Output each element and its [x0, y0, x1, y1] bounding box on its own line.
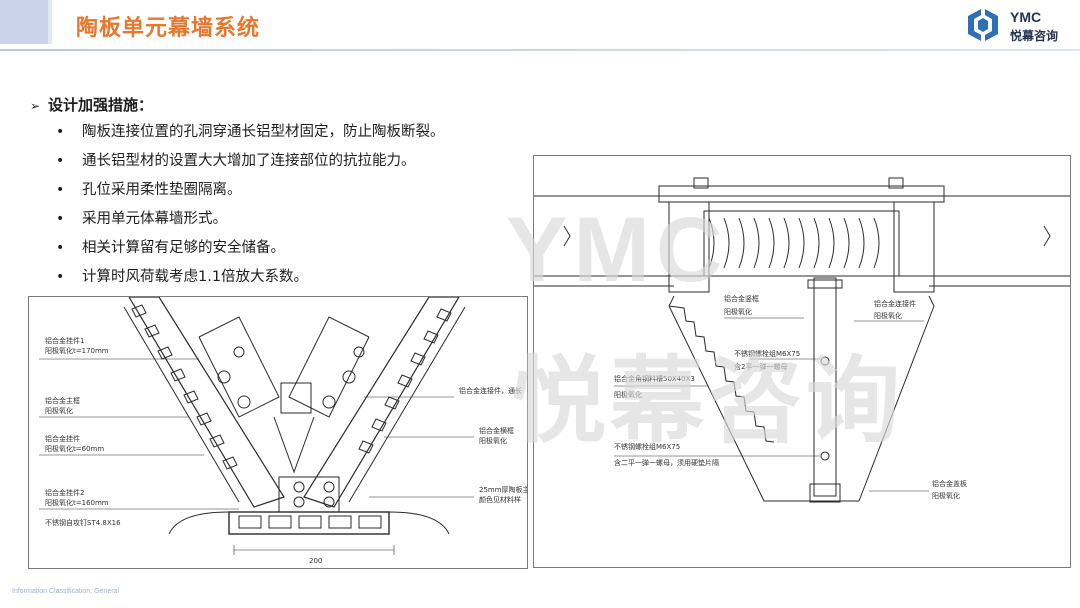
footer-classification-note: Information Classification: General — [12, 588, 119, 595]
section-heading-text: 设计加强措施： — [48, 96, 154, 114]
bullet-dot-icon: • — [56, 269, 65, 285]
bullet-dot-icon: • — [56, 211, 65, 227]
list-item-text: 相关计算留有足够的安全储备。 — [82, 240, 285, 256]
header-accent-stripe-edge — [48, 0, 52, 44]
label-hanger-2: 铝合金挂件2 — [45, 488, 84, 497]
label-connector: 铝合金连接件，通长 — [459, 386, 522, 395]
joint-drawing-svg: 铝合金挂件1 阳极氧化t=170mm 铝合金连接件，通长 铝合金主框 阳极氧化 … — [39, 297, 528, 565]
list-item-text: 通长铝型材的设置大大增加了连接部位的抗拉能力。 — [82, 153, 416, 169]
bullet-dot-icon: • — [56, 124, 65, 140]
label-dimension-200: 200 — [309, 557, 322, 565]
bullet-dot-icon: • — [56, 240, 65, 256]
label-hanger-2-spec: 阳极氧化t=160mm — [45, 498, 109, 507]
label-hanger-1: 铝合金挂件1 — [45, 336, 84, 345]
company-logo: YMC 悦幕咨询 — [964, 6, 1074, 46]
unit-curtain-wall-section-drawing: 铝合金竖框 阳极氧化 铝合金连接件 阳极氧化 不锈钢螺栓组M6X75 含2平一弹… — [533, 155, 1071, 568]
label-hanger-1-spec: 阳极氧化t=170mm — [45, 346, 109, 355]
label-main-frame-spec: 阳极氧化 — [45, 406, 73, 415]
label-bolt-group-2: 不锈钢螺栓组M6X75 — [614, 442, 680, 451]
ymc-hex-logo-icon — [968, 8, 998, 42]
label-screw: 不锈钢自攻钉ST4.8X16 — [45, 518, 121, 527]
label-mullion-spec: 阳极氧化 — [724, 307, 752, 316]
header-accent-stripe — [0, 0, 48, 44]
list-item-text: 陶板连接位置的孔洞穿通长铝型材固定，防止陶板断裂。 — [82, 124, 445, 140]
header-bar: 陶板单元幕墙系统 YMC 悦幕咨询 — [0, 0, 1080, 51]
logo-text-en: YMC — [1010, 9, 1042, 25]
list-item: • 孔位采用柔性垫圈隔离。 — [56, 178, 445, 207]
list-item-text: 采用单元体幕墙形式。 — [82, 211, 227, 227]
label-mullion: 铝合金竖框 — [724, 294, 759, 303]
label-hanger-spec: 阳极氧化t=60mm — [45, 444, 104, 453]
logo-text-cn: 悦幕咨询 — [1010, 29, 1059, 43]
bullet-dot-icon: • — [56, 153, 65, 169]
label-ceramic-panel: 25mm厚陶板主板 — [479, 485, 528, 494]
section-heading: ➢ 设计加强措施： — [30, 94, 153, 115]
bullet-dot-icon: • — [56, 182, 65, 198]
section-drawing-svg: 铝合金竖框 阳极氧化 铝合金连接件 阳极氧化 不锈钢螺栓组M6X75 含2平一弹… — [534, 177, 1070, 503]
label-bolt-group-2-spec: 含二平一弹一螺母，须用硬垫片隔 — [614, 458, 719, 467]
list-item: • 采用单元体幕墙形式。 — [56, 207, 445, 236]
label-bolt-group-1: 不锈钢螺栓组M6X75 — [734, 349, 800, 358]
list-item: • 通长铝型材的设置大大增加了连接部位的抗拉能力。 — [56, 149, 445, 178]
label-ceramic-panel-color: 颜色见材料样 — [479, 495, 521, 504]
label-transom: 铝合金横框 — [479, 426, 514, 435]
list-item-text: 孔位采用柔性垫圈隔离。 — [82, 182, 242, 198]
page-title: 陶板单元幕墙系统 — [76, 16, 261, 41]
arrow-bullet-icon: ➢ — [30, 99, 41, 113]
label-cover-plate-spec: 阳极氧化 — [932, 491, 960, 500]
label-bolt-group-1-spec: 含2平一弹一螺母 — [734, 362, 787, 371]
list-item: • 计算时风荷载考虑1.1倍放大系数。 — [56, 265, 445, 294]
list-item-text: 计算时风荷载考虑1.1倍放大系数。 — [82, 269, 309, 285]
label-connector-right: 铝合金连接件 — [874, 299, 916, 308]
label-angle-channel: 铝合金角钢料槽50X40X3 — [614, 374, 695, 383]
ceramic-panel-joint-drawing: 铝合金挂件1 阳极氧化t=170mm 铝合金连接件，通长 铝合金主框 阳极氧化 … — [28, 296, 528, 569]
label-cover-plate: 铝合金盖板 — [932, 479, 967, 488]
measure-list: • 陶板连接位置的孔洞穿通长铝型材固定，防止陶板断裂。 • 通长铝型材的设置大大增加… — [56, 120, 445, 294]
label-connector-right-spec: 阳极氧化 — [874, 311, 902, 320]
header-divider — [0, 49, 1080, 51]
label-hanger: 铝合金挂件 — [45, 434, 80, 443]
list-item: • 相关计算留有足够的安全储备。 — [56, 236, 445, 265]
label-transom-spec: 阳极氧化 — [479, 436, 507, 445]
list-item: • 陶板连接位置的孔洞穿通长铝型材固定，防止陶板断裂。 — [56, 120, 445, 149]
label-main-frame: 铝合金主框 — [45, 396, 80, 405]
label-angle-channel-spec: 阳极氧化 — [614, 390, 642, 399]
